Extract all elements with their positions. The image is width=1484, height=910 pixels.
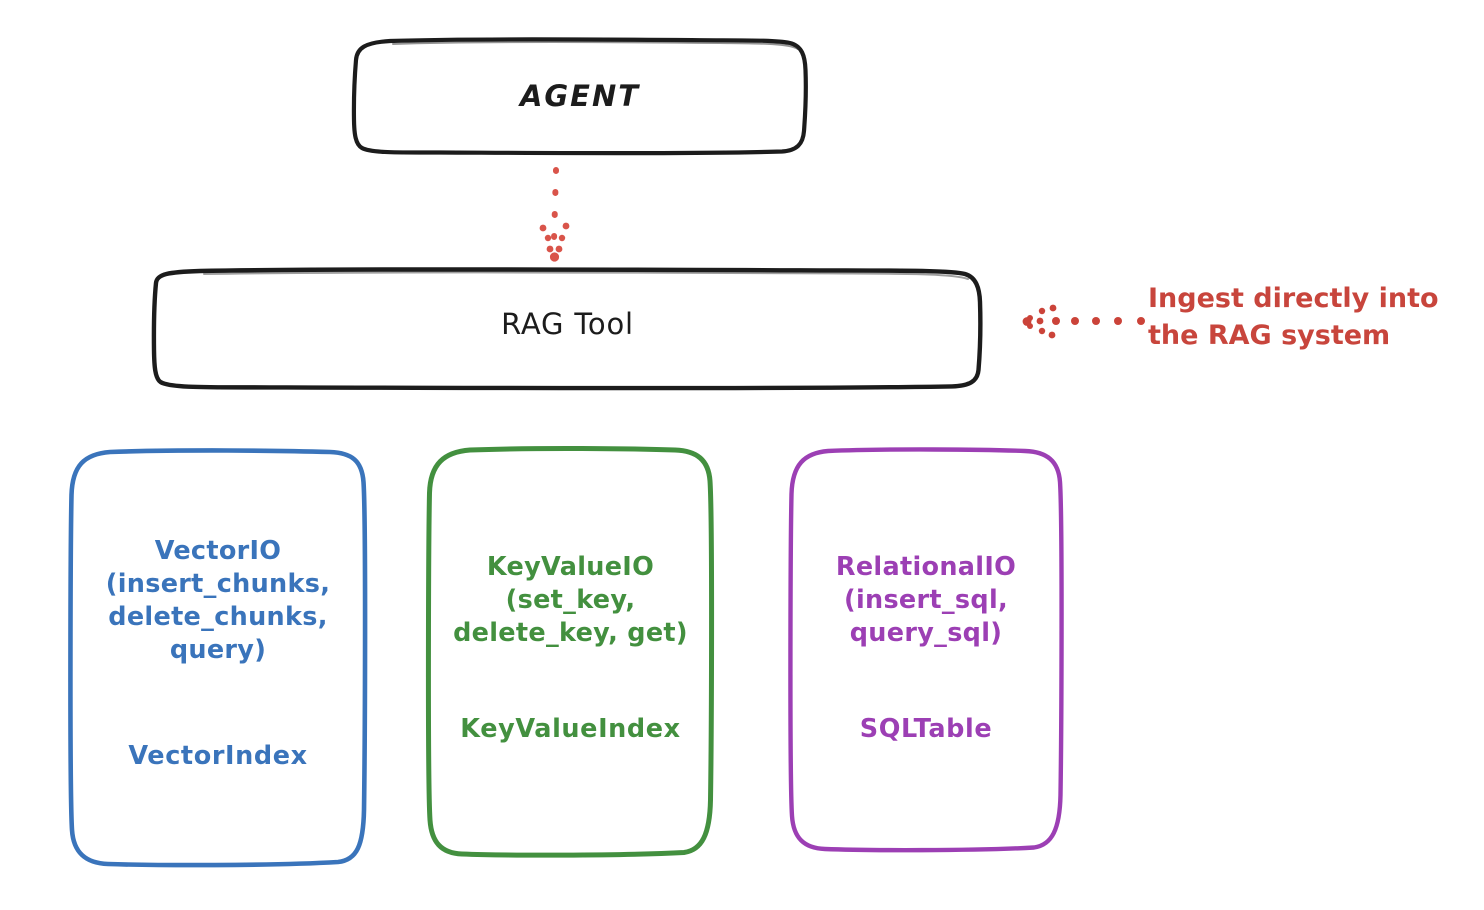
ingest-to-rag-connector — [1022, 304, 1145, 339]
key-value-io-node[interactable] — [425, 445, 715, 858]
key-value-io-box-outline — [425, 445, 715, 858]
agent-node[interactable] — [351, 37, 808, 156]
rag-tool-box-sketch-pass — [203, 271, 969, 280]
rag-tool-box-outline — [151, 267, 983, 391]
relational-io-node[interactable] — [788, 447, 1064, 853]
agent-to-rag-connector — [539, 167, 570, 262]
agent-box-sketch-pass — [392, 41, 799, 50]
relational-io-box-outline — [788, 447, 1064, 853]
agent-box-outline — [351, 37, 808, 156]
rag-tool-node[interactable] — [151, 267, 983, 391]
vector-io-node[interactable] — [68, 448, 368, 868]
vector-io-box-outline — [68, 448, 368, 868]
